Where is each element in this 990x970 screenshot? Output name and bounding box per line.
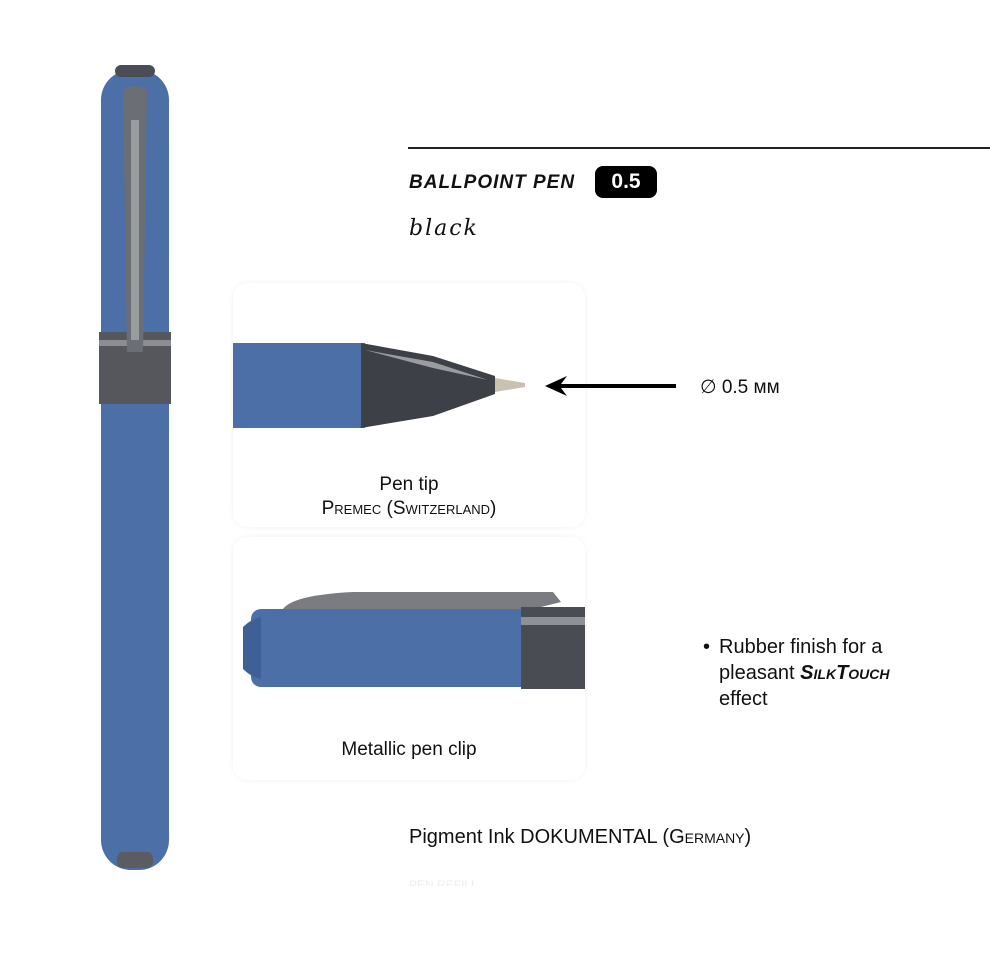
product-title: BALLPOINT PEN [409, 172, 576, 193]
pen-clip-image [243, 592, 585, 689]
bullet-mark: • [703, 636, 711, 658]
pen-clip-panel: Metallic pen clip [233, 537, 585, 780]
size-badge: 0.5 [595, 166, 657, 198]
color-label: black [409, 216, 479, 241]
ink-origin: (Germany) [662, 826, 752, 848]
diameter-label: ∅ 0.5 мм [700, 377, 780, 398]
feature-text: Rubber finish for a pleasant [719, 636, 883, 684]
ink-text: Pigment Ink DOKUMENTAL [409, 826, 663, 848]
feature-bullet: • Rubber finish for a pleasant SilkTouch… [703, 634, 923, 712]
pen-tip-panel: Pen tip Premec (Switzerland) [233, 283, 585, 527]
feature-brand: SilkTouch [800, 662, 890, 684]
divider-line [408, 147, 990, 149]
tip-caption-line2: Premec (Switzerland) [321, 498, 497, 519]
ink-info: Pigment Ink DOKUMENTAL (Germany) [409, 826, 751, 849]
faded-text: PEN REFILL [409, 878, 478, 886]
tip-caption-line1: Pen tip [379, 474, 439, 495]
pen-full-image [99, 65, 171, 870]
clip-caption: Metallic pen clip [341, 739, 477, 760]
arrow-icon [545, 376, 676, 396]
feature-text-end: effect [719, 688, 768, 710]
pen-tip-image [233, 343, 525, 428]
